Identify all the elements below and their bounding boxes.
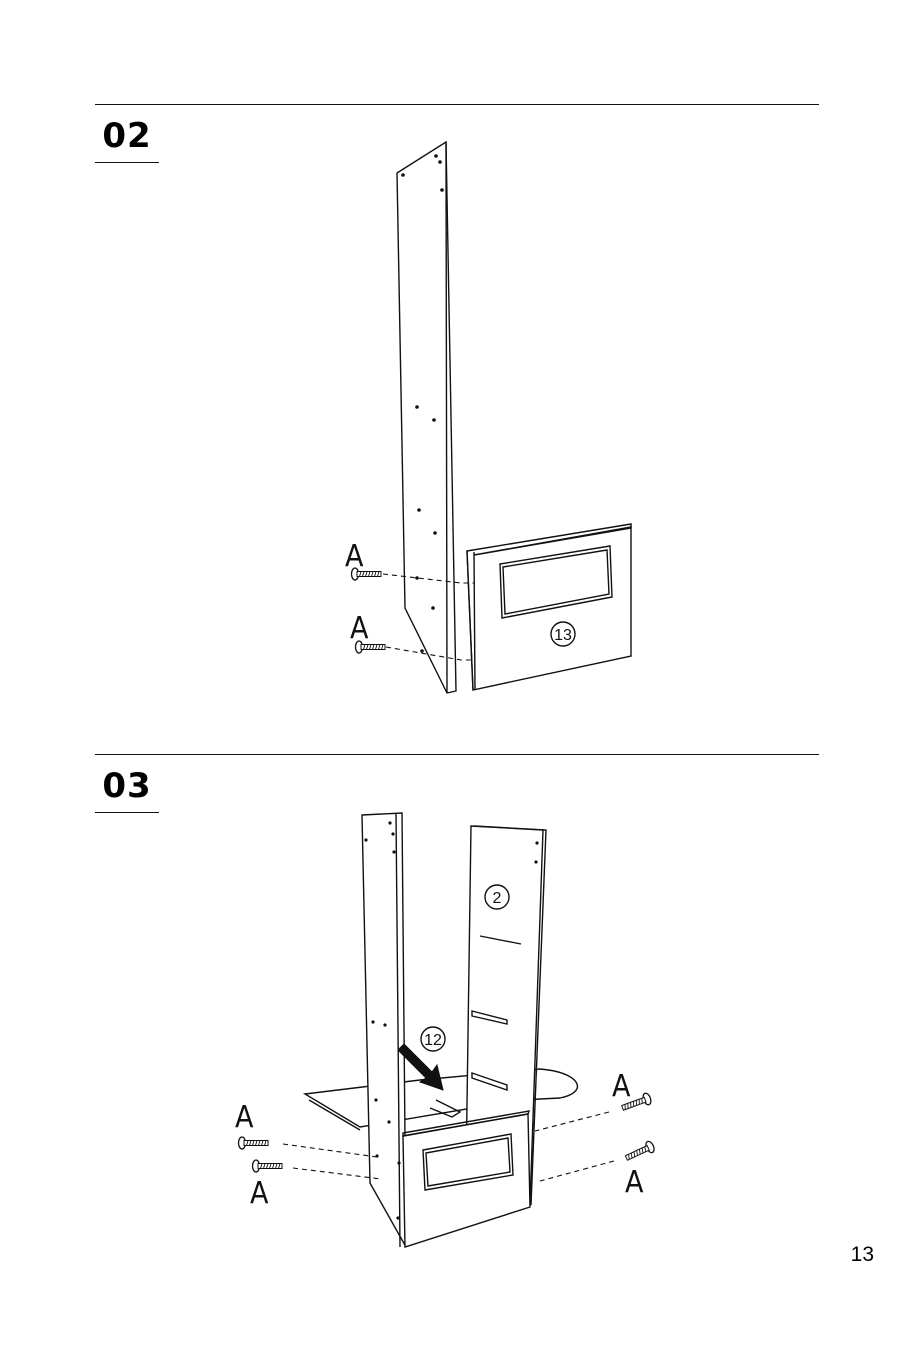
page-number: 13 (851, 1243, 874, 1267)
front-panel (403, 1111, 530, 1247)
part-label-13: 13 (554, 627, 572, 644)
screw-icon (253, 1160, 283, 1172)
screw-label-a: A (345, 539, 364, 574)
screw-label-a: A (250, 1176, 269, 1211)
screw-icon (239, 1137, 269, 1149)
screw-label-a: A (350, 611, 369, 646)
screw-label-a: A (612, 1069, 631, 1104)
part-label-12: 12 (424, 1032, 442, 1049)
step-02-figure: 13 (352, 142, 632, 693)
side-panel (397, 142, 456, 693)
screw-label-a: A (625, 1165, 644, 1200)
screw-label-a: A (235, 1100, 254, 1135)
side-panel (362, 813, 406, 1247)
panel-part-13 (467, 524, 631, 690)
part-label-2: 2 (493, 890, 502, 907)
screw-icon (624, 1140, 656, 1163)
step-03-figure: 2 (239, 813, 656, 1247)
